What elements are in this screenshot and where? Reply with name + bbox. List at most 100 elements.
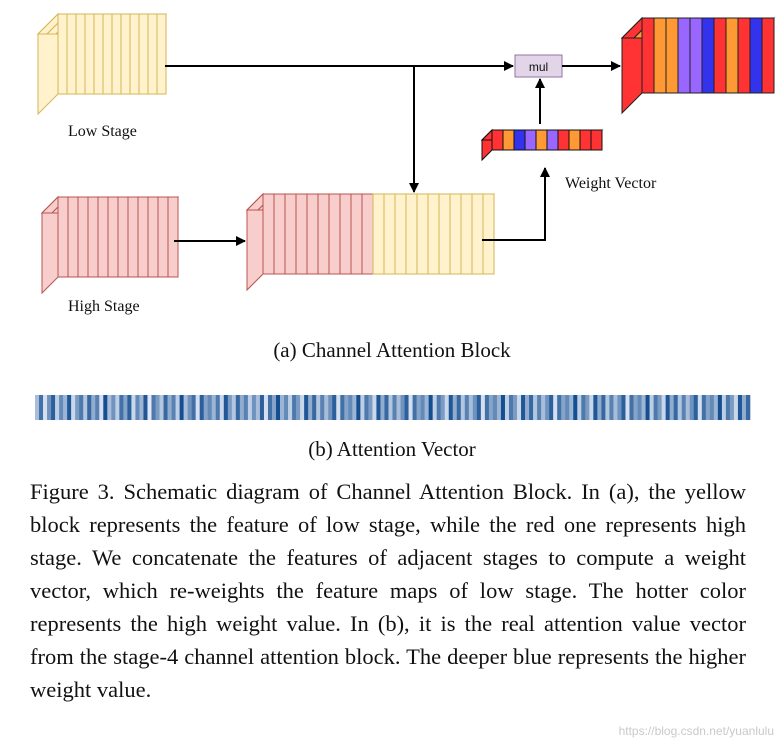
attention-cell — [557, 395, 562, 420]
attention-cell — [388, 395, 393, 420]
attention-cell — [219, 395, 225, 420]
concat-slab — [306, 193, 319, 275]
attention-cell — [75, 395, 80, 420]
attention-cell — [689, 395, 695, 420]
attention-cell — [432, 395, 437, 420]
attention-cell — [55, 395, 60, 420]
attention-cell — [484, 395, 490, 420]
attention-cell — [316, 395, 321, 420]
attention-cell — [115, 395, 120, 420]
attention-cell — [263, 395, 269, 420]
attention-cell — [127, 395, 132, 420]
watermark: https://blog.csdn.net/yuanlulu — [618, 724, 774, 738]
weight-vector-slab — [502, 129, 515, 151]
high-stage-slab — [77, 196, 89, 278]
attention-cell — [476, 395, 482, 420]
low-stage-slab — [84, 13, 95, 95]
attention-cell — [235, 395, 241, 420]
attention-cell — [581, 395, 586, 420]
attention-cell — [729, 395, 735, 420]
high-stage-slab — [117, 196, 129, 278]
attention-cell — [231, 395, 237, 420]
attention-cell — [360, 395, 365, 420]
attention-cell — [179, 395, 184, 420]
attention-cell — [111, 395, 116, 420]
attention-cell — [424, 395, 429, 420]
attention-cell — [561, 395, 566, 420]
attention-cell — [456, 395, 462, 420]
attention-cell — [51, 395, 56, 420]
arrows — [165, 61, 621, 246]
attention-cell — [521, 395, 526, 420]
attention-cell — [508, 395, 514, 420]
attention-cell — [525, 395, 530, 420]
attention-cell — [665, 395, 670, 420]
output-slab — [689, 17, 703, 94]
attention-cell — [312, 395, 317, 420]
concat-slab — [372, 193, 385, 275]
attention-cell — [621, 395, 626, 420]
attention-cell — [641, 395, 646, 420]
attention-cell — [63, 395, 68, 420]
output-slab — [761, 17, 775, 94]
attention-cell — [585, 395, 590, 420]
output-slab — [701, 17, 715, 94]
attention-cell — [733, 395, 739, 420]
high-stage-slab — [97, 196, 109, 278]
attention-cell — [43, 395, 48, 420]
attention-cell — [243, 395, 249, 420]
mul-label: mul — [529, 60, 548, 74]
high-stage-slab — [67, 196, 79, 278]
concat-slab — [438, 193, 451, 275]
attention-cell — [267, 395, 273, 420]
attention-cell — [99, 395, 104, 420]
concat-slab — [427, 193, 440, 275]
weight-vector-slab — [546, 129, 559, 151]
attention-cell — [35, 395, 40, 420]
attention-cell — [721, 395, 727, 420]
attention-cell — [199, 395, 205, 420]
attention-cell — [653, 395, 658, 420]
attention-cell — [504, 395, 510, 420]
attention-cell — [211, 395, 217, 420]
attention-cell — [597, 395, 602, 420]
attention-cell — [673, 395, 678, 420]
low-stage-feature-block — [36, 12, 168, 116]
attention-cell — [685, 395, 691, 420]
concat-slab — [460, 193, 473, 275]
attention-cell — [247, 395, 253, 420]
subfigure-a-caption: (a) Channel Attention Block — [273, 338, 511, 362]
attention-cell — [488, 395, 494, 420]
attention-cell — [645, 395, 650, 420]
attention-cell — [404, 395, 409, 420]
arrow-concat-to-weight — [482, 167, 550, 241]
attention-cell — [292, 395, 297, 420]
attention-cell — [693, 395, 699, 420]
attention-cell — [617, 395, 622, 420]
attention-cell — [147, 395, 152, 420]
high-stage-slab — [127, 196, 139, 278]
low-stage-slab — [147, 13, 158, 95]
attention-cell — [440, 395, 446, 420]
attention-cell — [496, 395, 502, 420]
attention-cell — [448, 395, 454, 420]
attention-cell — [39, 395, 44, 420]
low-stage-slab — [138, 13, 149, 95]
attention-cell — [629, 395, 634, 420]
output-slab — [749, 17, 763, 94]
weight-vector-block — [480, 128, 604, 162]
concat-slab — [317, 193, 330, 275]
attention-cell — [625, 395, 630, 420]
attention-cell — [444, 395, 450, 420]
attention-cell — [239, 395, 245, 420]
attention-vector-strip — [35, 395, 751, 420]
attention-cell — [513, 395, 518, 420]
attention-cell — [123, 395, 128, 420]
attention-cell — [605, 395, 610, 420]
attention-cell — [372, 395, 377, 420]
attention-cell — [163, 395, 168, 420]
low-stage-label: Low Stage — [68, 123, 137, 140]
attention-cell — [492, 395, 498, 420]
weight-vector-slab — [579, 129, 592, 151]
low-stage-slab — [111, 13, 122, 95]
